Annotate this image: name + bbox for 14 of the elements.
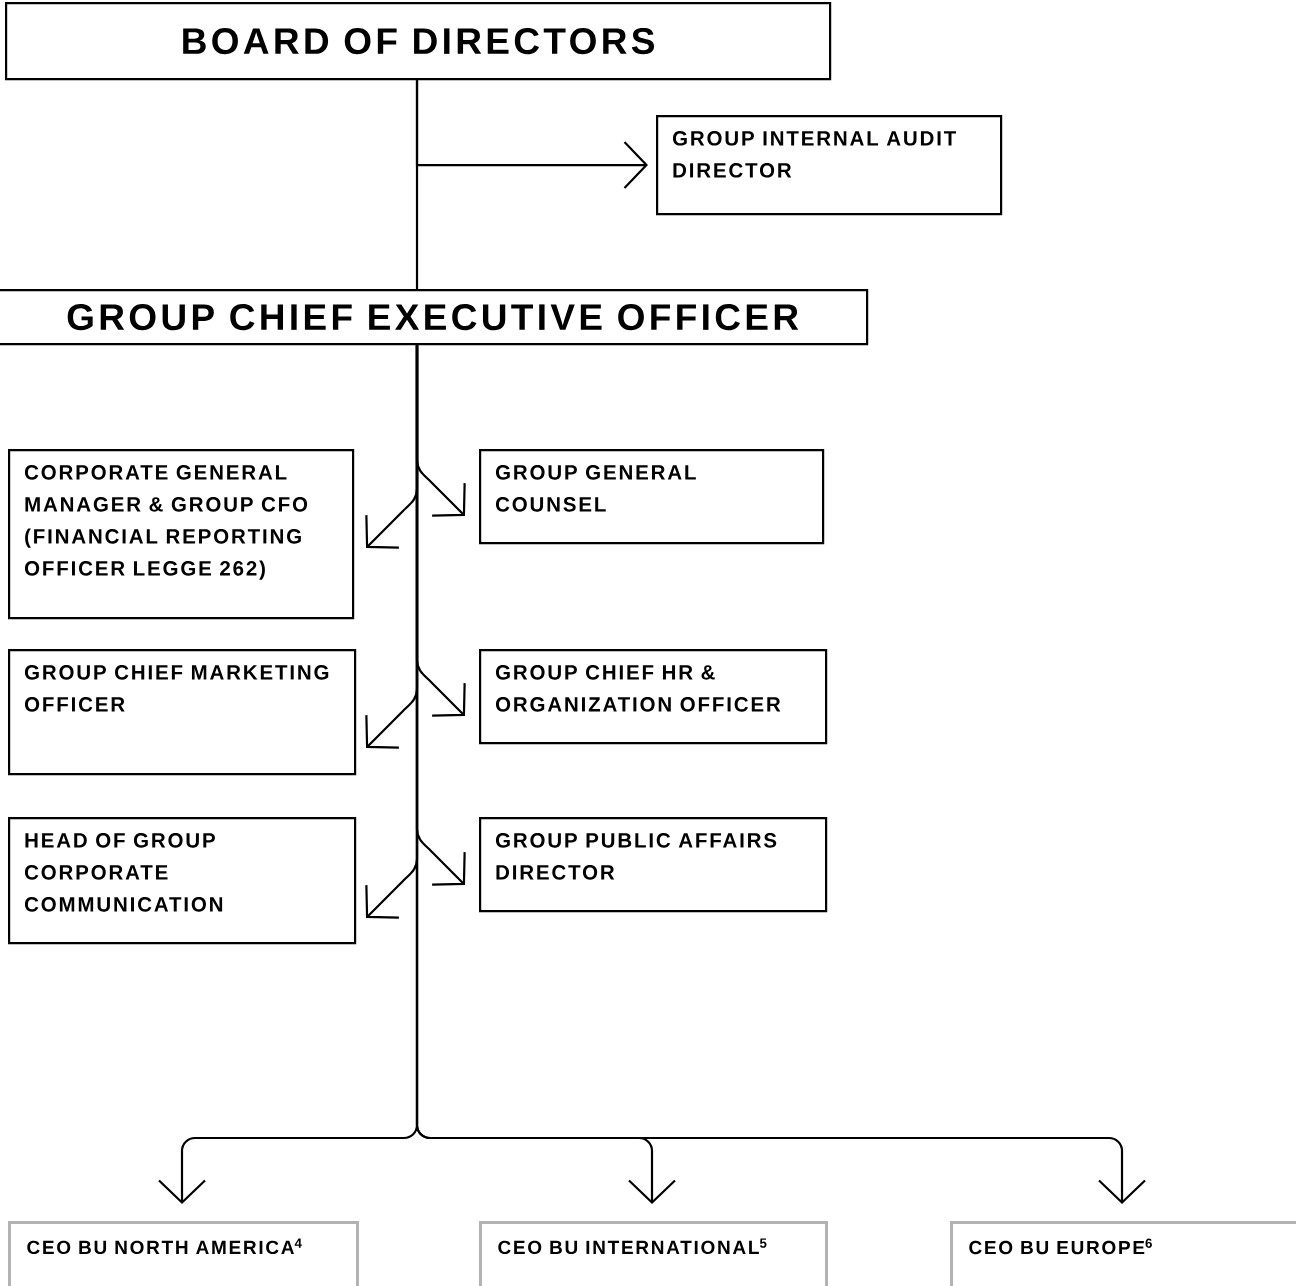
arrow bbox=[415, 345, 1146, 1204]
role-box: CORPORATE GENERAL MANAGER & GROUP CFO (FINANCIAL REPORTING OFFICER LEGGE 262) bbox=[8, 449, 355, 620]
unit-box: CEO BU EUROPE$^{6}$ bbox=[950, 1221, 1296, 1286]
title-box: BOARD OF DIRECTORS bbox=[5, 2, 832, 81]
role-box: GROUP INTERNAL AUDIT DIRECTOR bbox=[656, 115, 1003, 216]
unit-box: CEO BU NORTH AMERICA$^{4}$ bbox=[8, 1221, 359, 1286]
title-box: GROUP CHIEF EXECUTIVE OFFICER bbox=[0, 289, 869, 346]
role-box: GROUP CHIEF MARKETING OFFICER bbox=[8, 649, 357, 776]
arrow bbox=[415, 80, 648, 189]
role-box: GROUP GENERAL COUNSEL bbox=[479, 449, 825, 545]
role-box: GROUP PUBLIC AFFAIRS DIRECTOR bbox=[479, 817, 828, 913]
role-box: HEAD OF GROUP CORPORATE COMMUNICATION bbox=[8, 817, 357, 945]
unit-box: CEO BU INTERNATIONAL$^{5}$ bbox=[479, 1221, 828, 1286]
role-box: GROUP CHIEF HR & ORGANIZATION OFFICER bbox=[479, 649, 828, 745]
